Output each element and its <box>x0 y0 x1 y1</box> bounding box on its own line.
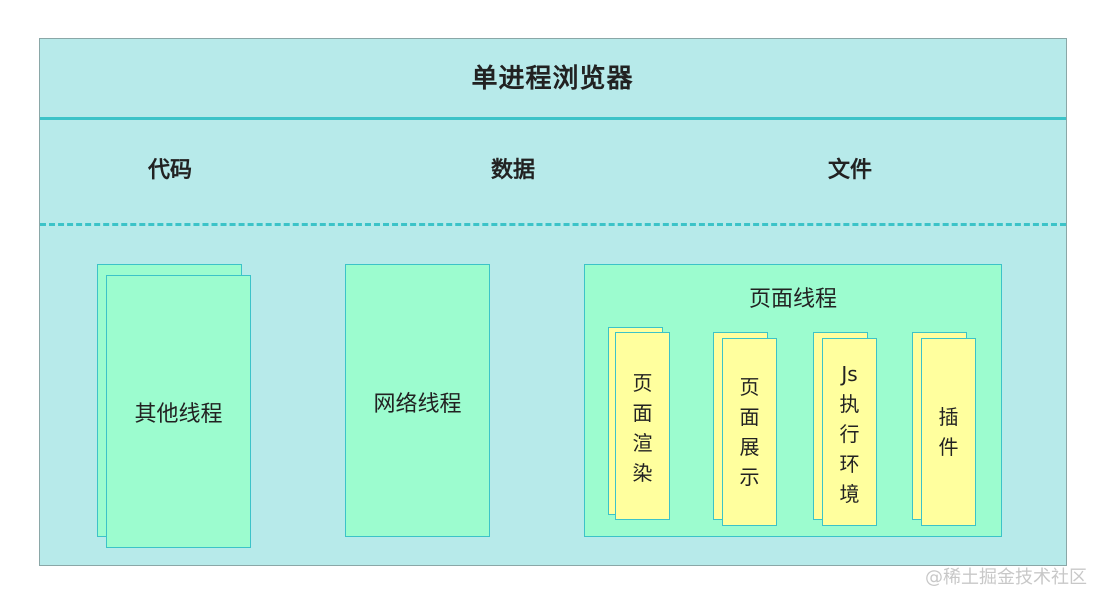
shared-resource-divider <box>40 223 1066 226</box>
page-display-box <box>722 338 777 526</box>
resource-data: 数据 <box>490 158 535 183</box>
header-divider <box>40 117 1066 120</box>
resource-file: 文件 <box>827 158 872 183</box>
js-runtime-box <box>822 338 877 526</box>
page-render-box <box>615 332 670 520</box>
network-thread-box <box>345 264 490 537</box>
page-display-label: 页 面 展 示 <box>739 375 760 489</box>
network-thread-label: 网络线程 <box>373 392 462 417</box>
page-render-label: 页 面 渲 染 <box>632 371 653 485</box>
other-thread-label: 其他线程 <box>134 402 223 427</box>
js-runtime-label: Js 执 行 环 境 <box>839 362 860 506</box>
plugin-box <box>921 338 976 526</box>
page-thread-label: 页面线程 <box>748 287 837 312</box>
resource-code: 代码 <box>147 158 192 183</box>
diagram-title: 单进程浏览器 <box>471 64 634 94</box>
other-thread-box <box>106 275 251 548</box>
plugin-label: 插 件 <box>938 405 959 459</box>
watermark: @稀土掘金技术社区 <box>925 567 1087 588</box>
